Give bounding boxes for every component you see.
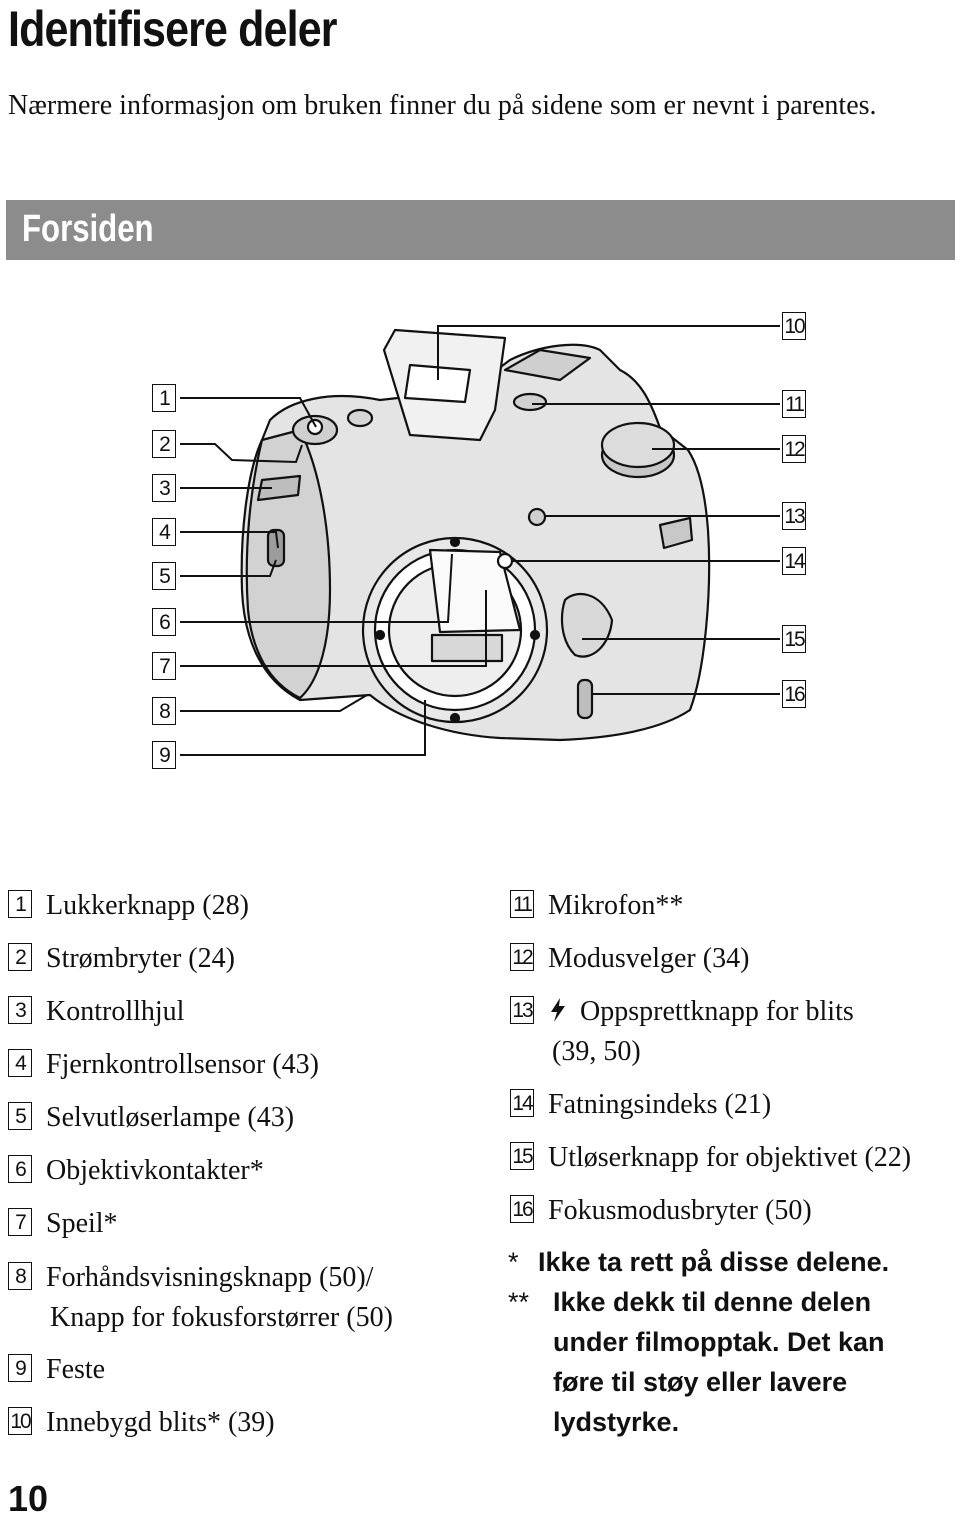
camera-front-illustration	[180, 325, 780, 756]
legend-item: 4 Fjernkontrollsensor (43)	[8, 1045, 319, 1085]
callout-number: 9	[8, 1354, 32, 1382]
legend-item: 7 Speil*	[8, 1204, 118, 1244]
callout-number: 3	[152, 474, 176, 502]
leader-lines	[180, 325, 780, 756]
callout-number: 7	[152, 652, 176, 680]
callout-number: 5	[152, 562, 176, 590]
callout-number: 15	[510, 1142, 534, 1170]
legend-text: Lukkerknapp (28)	[46, 890, 249, 921]
legend-text: Selvutløserlampe (43)	[46, 1102, 295, 1133]
callout-number: 13	[782, 502, 806, 530]
callout-number: 12	[782, 435, 806, 463]
callout-number: 14	[510, 1089, 534, 1117]
callout-number: 1	[152, 384, 176, 412]
legend-text: Fjernkontrollsensor (43)	[46, 1049, 319, 1080]
legend-text: Innebygd blits* (39)	[46, 1407, 275, 1438]
callout-number: 2	[152, 430, 176, 458]
callout-number: 15	[782, 625, 806, 653]
legend-text: Strømbryter (24)	[46, 943, 235, 974]
legend-text: Forhåndsvisningsknapp (50)/	[46, 1262, 374, 1293]
callout-number: 11	[510, 890, 534, 918]
legend-item: 16 Fokusmodusbryter (50)	[510, 1191, 812, 1231]
flash-icon	[551, 998, 565, 1022]
page-title: Identifisere deler	[8, 1, 338, 57]
legend-text: Kontrollhjul	[46, 996, 185, 1027]
legend-item: 3 Kontrollhjul	[8, 992, 184, 1032]
footnote-text: Ikke ta rett på disse delene.	[538, 1247, 890, 1277]
footnote-text: føre til støy eller lavere	[553, 1367, 848, 1397]
callout-number: 4	[152, 518, 176, 546]
legend-item: 14 Fatningsindeks (21)	[510, 1085, 771, 1125]
callout-number: 5	[8, 1102, 32, 1130]
legend-text-continued: Knapp for fokusforstørrer (50)	[50, 1302, 393, 1333]
legend-text: Utløserknapp for objektivet (22)	[548, 1142, 912, 1173]
section-title: Forsiden	[22, 208, 154, 250]
callout-number: 6	[152, 608, 176, 636]
legend-text: Feste	[46, 1354, 106, 1385]
legend-text: Objektivkontakter*	[46, 1155, 264, 1186]
legend-text: Fokusmodusbryter (50)	[548, 1195, 812, 1226]
callout-number: 16	[782, 680, 806, 708]
legend-item: 10 Innebygd blits* (39)	[8, 1403, 275, 1443]
callout-number: 3	[8, 996, 32, 1024]
footnote: * Ikke ta rett på disse delene.	[508, 1242, 958, 1282]
callout-number: 8	[152, 697, 176, 725]
callout-number: 11	[782, 390, 806, 418]
intro-text: Nærmere informasjon om bruken finner du …	[8, 90, 877, 121]
legend-item: 6 Objektivkontakter*	[8, 1151, 264, 1191]
callout-number: 2	[8, 943, 32, 971]
legend-item: 9 Feste	[8, 1350, 105, 1390]
camera-body-drawing	[240, 328, 711, 742]
footnote-text: Ikke dekk til denne delen	[553, 1287, 872, 1317]
footnote-text: lydstyrke.	[553, 1407, 680, 1437]
callout-number: 13	[510, 996, 534, 1024]
callout-number: 10	[782, 312, 806, 340]
legend-text: Mikrofon**	[548, 890, 684, 921]
footnote-mark: **	[508, 1287, 530, 1317]
footnote-text: under filmopptak. Det kan	[553, 1327, 885, 1357]
legend-text: Modusvelger (34)	[548, 943, 750, 974]
legend-item: 15 Utløserknapp for objektivet (22)	[510, 1138, 911, 1178]
legend-item: 13 Oppsprettknapp for blits (39, 50)	[510, 992, 854, 1072]
callout-number: 12	[510, 943, 534, 971]
callout-number: 8	[8, 1262, 32, 1290]
footnote: ** Ikke dekk til denne delen under filmo…	[508, 1282, 958, 1442]
callout-number: 16	[510, 1195, 534, 1223]
legend-item: 8 Forhåndsvisningsknapp (50)/ Knapp for f…	[8, 1258, 393, 1338]
legend-item: 2 Strømbryter (24)	[8, 939, 235, 979]
callout-number: 9	[152, 741, 176, 769]
callout-number: 10	[8, 1407, 32, 1435]
callout-number: 7	[8, 1208, 32, 1236]
legend-text: Speil*	[46, 1208, 118, 1239]
legend-text: Fatningsindeks (21)	[548, 1089, 772, 1120]
legend-item: 12 Modusvelger (34)	[510, 939, 749, 979]
legend-item: 1 Lukkerknapp (28)	[8, 886, 249, 926]
callout-number: 6	[8, 1155, 32, 1183]
legend-text: Oppsprettknapp for blits	[580, 996, 854, 1027]
legend-item: 11 Mikrofon**	[510, 886, 683, 926]
page-number: 10	[8, 1478, 49, 1519]
callout-number: 14	[782, 547, 806, 575]
legend-text-continued: (39, 50)	[552, 1036, 641, 1067]
callout-number: 4	[8, 1049, 32, 1077]
section-header: Forsiden	[6, 200, 955, 260]
legend-item: 5 Selvutløserlampe (43)	[8, 1098, 294, 1138]
footnote-mark: *	[508, 1247, 519, 1277]
callout-number: 1	[8, 890, 32, 918]
